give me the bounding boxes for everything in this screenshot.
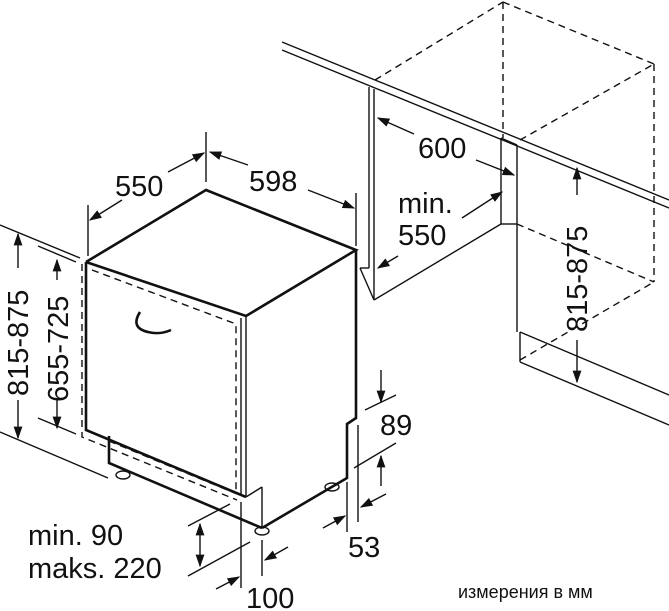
rear-toe-dimension: 89 (353, 370, 412, 486)
foot-icon (254, 526, 270, 536)
niche-height-dimension: 815-875 (562, 166, 594, 384)
plinth-dimension: min. 90 maks. 220 (28, 503, 251, 585)
dishwasher-body (81, 188, 359, 536)
niche-height-label: 815-875 (562, 226, 594, 332)
width-dimension: 598 (208, 151, 357, 246)
niche-depth-label-value: 550 (398, 220, 446, 252)
plinth-label-max: maks. 220 (28, 553, 162, 585)
width-label: 598 (249, 166, 297, 198)
depth-label: 550 (115, 171, 163, 203)
niche-width-dimension: 600 (376, 117, 516, 176)
rear-foot-dimension: 53 (322, 425, 387, 564)
foot-icon (324, 482, 340, 492)
rear-foot-label: 53 (348, 532, 380, 564)
height-door-dimension: 655-725 (37, 245, 77, 435)
foot-icon (115, 470, 131, 480)
height-total-dimension: 815-875 (0, 224, 109, 479)
niche-cabinet (281, 1, 669, 426)
units-note: измерения в мм (458, 582, 593, 602)
height-door-label: 655-725 (43, 296, 75, 402)
height-total-label: 815-875 (3, 290, 35, 396)
niche-width-label: 600 (418, 133, 466, 165)
niche-depth-label-min: min. (398, 188, 453, 220)
plinth-offset-dimension: 100 (215, 502, 294, 611)
niche-depth-dimension: min. 550 (376, 188, 504, 269)
depth-dimension: 550 (87, 132, 207, 256)
door-handle-icon (135, 311, 172, 335)
plinth-offset-label: 100 (246, 583, 294, 611)
plinth-label-min: min. 90 (28, 520, 123, 552)
rear-toe-label: 89 (380, 410, 412, 442)
